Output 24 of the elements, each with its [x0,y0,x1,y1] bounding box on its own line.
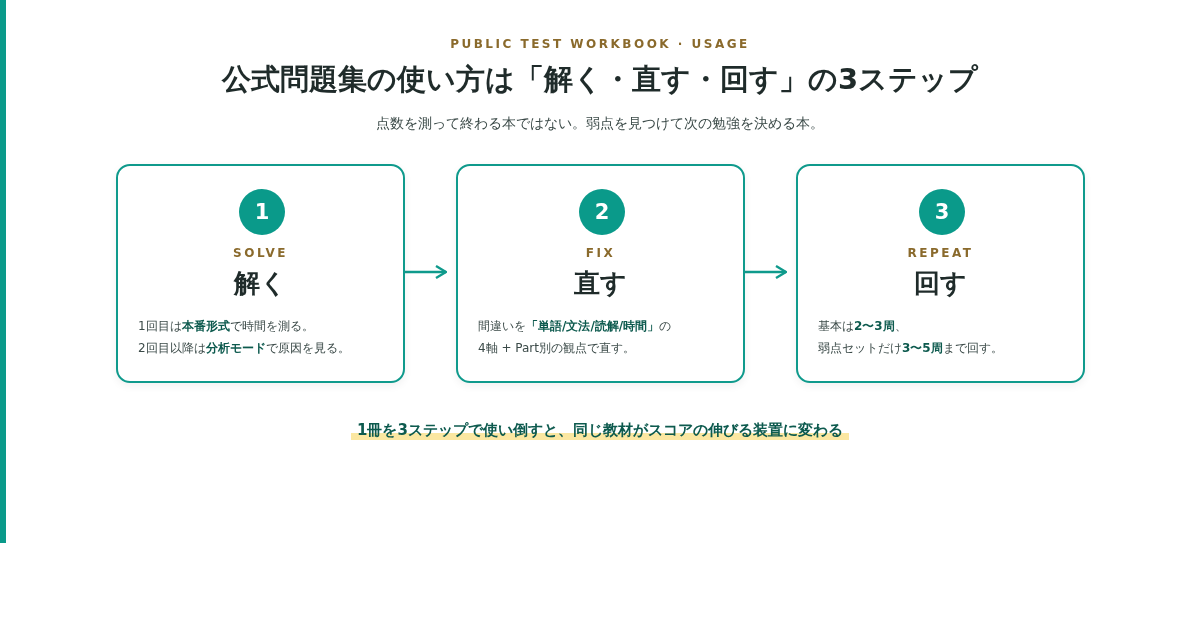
highlighted-caption: 1冊を3ステップで使い倒すと、同じ教材がスコアの伸びる装置に変わる [351,421,849,440]
title: 公式問題集の使い方は「解く・直す・回す」の3ステップ [220,61,980,98]
step-card [116,164,405,383]
number-badge: 1 [239,189,285,235]
step-card [456,164,745,383]
body-text: 基本は2〜3周、 [818,318,907,335]
step-heading: 回す [913,267,968,300]
body-text: 2回目以降は分析モードで原因を見る。 [138,340,350,357]
step-kicker: REPEAT [906,246,975,260]
step-heading: 直す [573,267,628,300]
step-heading: 解く [232,267,288,300]
body-text: 4軸 + Part別の観点で直す。 [478,340,635,357]
step-kicker: FIX [584,246,617,260]
body-text: 弱点セットだけ3〜5周まで回す。 [818,340,1003,357]
step-kicker: SOLVE [232,246,289,260]
body-text: 1回目は本番形式で時間を測る。 [138,318,314,335]
kicker-text: PUBLIC TEST WORKBOOK · USAGE [449,37,751,51]
arrow [745,264,788,280]
step-card [796,164,1085,383]
number-badge: 2 [579,189,625,235]
subtitle: 点数を測って終わる本ではない。弱点を見つけて次の勉強を決める本。 [375,115,825,133]
arrow [405,264,448,280]
body-text: 間違いを「単語/文法/読解/時間」の [478,318,672,335]
number-badge: 3 [919,189,965,235]
